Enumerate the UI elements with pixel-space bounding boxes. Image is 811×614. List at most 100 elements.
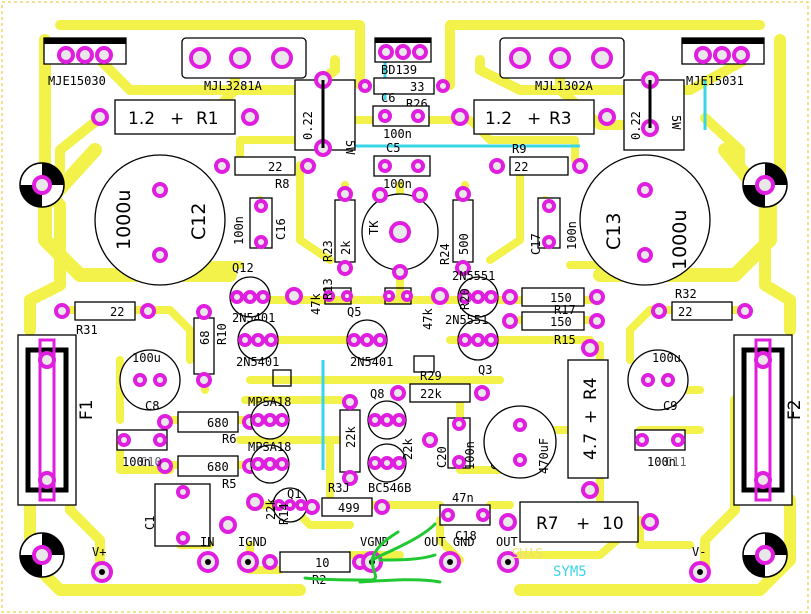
c6-ref: C6 [381,91,395,105]
r29-value: 22k [420,387,442,401]
mounting-holes [19,162,788,578]
connector-vplus: V+ [91,545,113,583]
c5-ref: C5 [386,141,400,155]
r10-ref: R10 [215,323,229,345]
fuse-f1: F1 [17,334,97,506]
r4-ref: R4 [581,377,601,400]
r23-ref: R23 [321,240,335,262]
r3j-ref: R3J [328,481,350,495]
vplus-label: V+ [92,545,106,559]
capacitor-c10: 100n C10 [116,429,168,469]
connector-out-gnd: OUT GND [424,535,475,573]
transistor-mjl1302a: MJL1302A [499,37,625,93]
q12-ref: Q12 [232,261,254,275]
r3-value: 1.2 [485,109,512,129]
ignd-label: IGND [238,535,267,549]
r3-ref: R3 [549,109,572,129]
c12-value: 1000u [113,190,135,250]
c11-ref: C11 [665,455,687,469]
r17-ref: R17 [554,303,576,317]
c16-ref: C16 [274,218,288,240]
c17-value: 100n [565,221,579,250]
c18-ref: C18 [455,529,477,543]
r32-value: 22 [678,305,692,319]
trimmer-tk: TK [361,187,439,280]
c18-value: 47n [452,491,474,505]
svg-text:+: + [576,514,590,534]
pad-r14-a [246,493,264,511]
r31-ref: R31 [76,323,98,337]
capacitor-c16: 100n C16 [232,197,288,249]
r5-ref: R5 [222,477,236,491]
transistor-mje15030: MJE15030 [43,37,127,88]
r14-value: 22k [264,498,278,520]
c1-ref: C1 [143,516,157,530]
svg-text:+: + [527,109,541,129]
capacitor-c12: 1000u C12 [94,154,226,286]
mount-hole-top-right [742,162,788,208]
transistor-q12: Q12 2N5401 [229,261,275,325]
resistor-r1: 1.2 + R1 [91,99,259,135]
r24-value: 500 [457,233,471,255]
c11-value: 100n [647,455,676,469]
resistor-022-right: 0.22 5W [623,71,685,151]
c13-value: 1000u [669,210,691,270]
out-label: OUT [496,535,518,549]
c9-value: 100u [652,351,681,365]
c19-value: 100n [463,441,477,470]
r13-ref: R13 [321,278,335,300]
r14-ref: R14 [277,503,291,525]
r32-ref: R32 [675,287,697,301]
r13-value: 47k [309,293,323,315]
vminus-label: V- [692,545,706,559]
c13-ref: C13 [603,213,625,250]
capacitor-c13: C13 1000u [579,154,711,286]
q5-ref: Q5 [347,305,361,319]
mount-hole-bottom-right [742,532,788,578]
capacitor-c6: C6 100n [372,91,430,141]
label-mjl1302a: MJL1302A [535,79,594,93]
cap-c-mid [413,355,435,373]
resistor-r4: 4.7 + R4 [567,339,609,499]
resistor-22k-vertical: 22k [339,394,361,486]
cap-c-left-mid [272,369,292,387]
resistor-r15: 150 [502,287,605,307]
r7-ref: R7 [536,514,559,534]
r1-value: 1.2 [128,109,155,129]
svg-text:+: + [581,410,601,424]
svg-text:+: + [170,109,184,129]
resistor-r24: 500 R24 [438,186,474,276]
bc546-type: BC546B [368,481,411,495]
c6-value: 100n [383,127,412,141]
label-mje15030: MJE15030 [48,74,106,88]
c10-value: 100n [122,455,151,469]
c8-value: 100u [132,351,161,365]
c-470-value: 470uF [537,438,551,474]
capacitor-c18: 47n C18 [439,491,491,543]
q-left-type: 2N5401 [236,355,279,369]
board-name-mirror: SYM5 [512,544,543,559]
transistor-bd139: BD139 [374,37,432,77]
resistor-r8: 22 R8 [214,156,316,191]
r2-value: 10 [315,556,329,570]
resistor-r17: 150 R17 R15 [502,303,605,347]
q8-ref: Q8 [370,387,384,401]
resistor-r7: R7 + 10 [499,501,659,543]
r-left-emitter-watts: 5W [343,140,357,155]
r3j-value: 499 [338,501,360,515]
r23-value: 2k [339,240,353,255]
f2-label: F2 [785,399,805,420]
r8-ref: R8 [275,177,289,191]
resistor-r23: 2k R23 [321,186,356,276]
connector-vminus: V- [689,545,711,583]
r15-ref: R15 [554,333,576,347]
r29-ref: R29 [420,369,442,383]
r9-ref: R9 [512,142,526,156]
capacitor-c9: 100u C9 [627,349,689,413]
capacitor-c5: C5 100n [373,141,431,191]
capacitor-c11: 100n C11 [634,429,687,469]
transistor-q3: 2N5551 Q3 [445,313,499,377]
r-left-emitter-value: 0.22 [301,111,315,140]
mount-hole-bottom-left [19,532,65,578]
